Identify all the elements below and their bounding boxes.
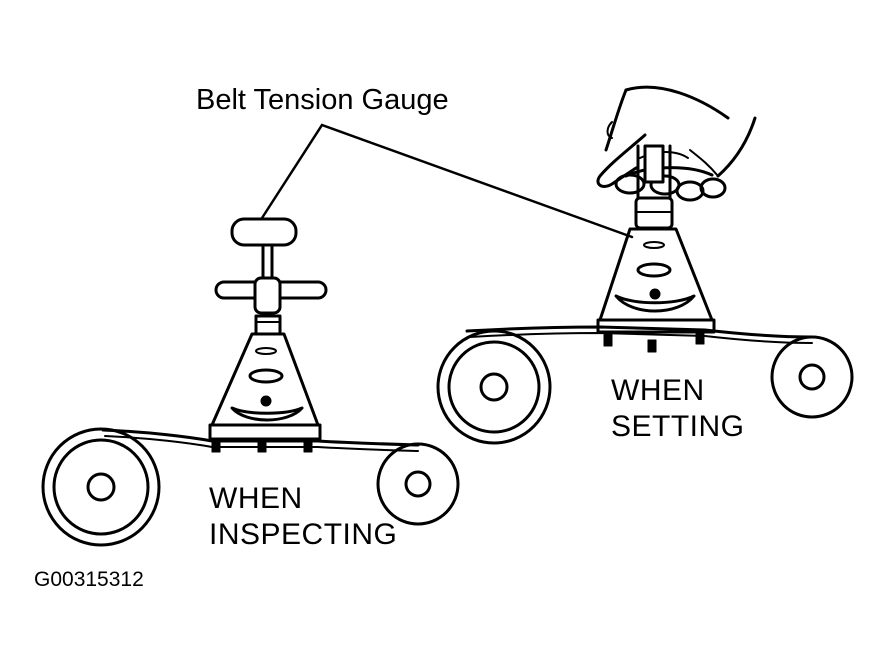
figure-id: G00315312 — [34, 568, 144, 591]
setting-label-line1: WHEN — [611, 374, 705, 407]
callout-leader-lines — [260, 123, 634, 239]
inspecting-label-line1: WHEN — [209, 482, 303, 515]
pulley-icon — [41, 427, 161, 547]
setting-setup — [436, 85, 854, 445]
inspecting-label-line2: INSPECTING — [209, 518, 398, 551]
setting-label: WHEN SETTING — [611, 373, 745, 445]
inspecting-label: WHEN INSPECTING — [209, 481, 397, 553]
inspecting-setup — [41, 217, 460, 547]
setting-label-line2: SETTING — [611, 410, 745, 443]
belt-tension-gauge-icon — [208, 217, 328, 453]
gauge-callout-label: Belt Tension Gauge — [196, 84, 449, 116]
pulley-icon — [436, 329, 552, 445]
belt-icon — [465, 325, 814, 344]
pulley-icon — [770, 335, 854, 419]
hand-icon — [596, 85, 757, 202]
belt-tension-gauge-icon — [596, 196, 716, 353]
